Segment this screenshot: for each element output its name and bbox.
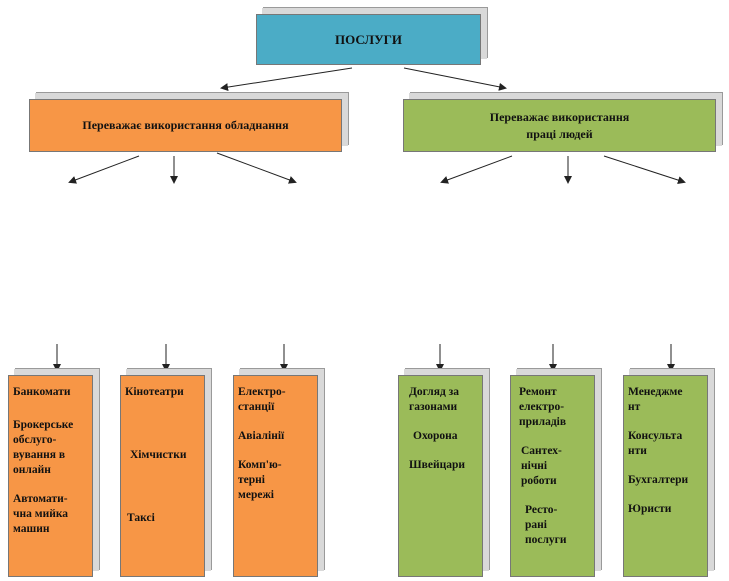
column-item: Комп'ю- терні мережі: [238, 459, 282, 501]
column-item: Сантех- нічні роботи: [521, 445, 562, 487]
root-label: ПОСЛУГИ: [334, 31, 403, 47]
category-equipment-label: Переважає використання обладнання: [82, 118, 289, 132]
column-item: Консульта нти: [628, 430, 683, 457]
column-item: Таксі: [127, 512, 155, 524]
arrow-root-to-people: [403, 67, 507, 91]
column-item: Хімчистки: [130, 449, 187, 461]
column-equipment-1: Банкомати Брокерське обслуго- вування в …: [8, 375, 93, 577]
column-item: Брокерське обслуго- вування в онлайн: [13, 419, 74, 476]
category-people-label: Переважає використання праці людей: [489, 109, 630, 141]
root-box: ПОСЛУГИ: [256, 14, 481, 65]
column-people-3: Менеджме нт Консульта нти Бухгалтери Юри…: [623, 375, 708, 577]
column-equipment-3: Електро- станції Авіалінії Комп'ю- терні…: [233, 375, 318, 577]
column-item: Банкомати: [13, 386, 71, 398]
arrow-people-right: [603, 155, 686, 184]
column-people-1: Догляд за газонами Охорона Швейцари: [398, 375, 483, 577]
arrow-people-left: [440, 155, 513, 184]
category-people-box: Переважає використання праці людей: [403, 99, 716, 152]
column-item: Догляд за газонами: [409, 386, 460, 413]
column-item: Кінотеатри: [125, 386, 184, 398]
column-item: Ремонт електро- приладів: [519, 386, 567, 428]
arrow-equipment-right: [216, 152, 297, 184]
column-item: Охорона: [413, 430, 458, 442]
column-item: Авіалінії: [238, 430, 285, 442]
column-equipment-2: Кінотеатри Хімчистки Таксі: [120, 375, 205, 577]
column-item: Юристи: [628, 503, 672, 515]
column-item: Швейцари: [409, 459, 465, 471]
column-item: Менеджме нт: [628, 386, 683, 413]
column-item: Автомати- чна мийка машин: [13, 493, 69, 535]
column-item: Електро- станції: [238, 386, 286, 413]
category-equipment-box: Переважає використання обладнання: [29, 99, 342, 152]
arrow-equipment-left: [68, 155, 140, 184]
arrow-root-to-equipment: [220, 67, 353, 92]
column-people-2: Ремонт електро- приладів Сантех- нічні р…: [510, 375, 595, 577]
column-item: Ресто- рані послуги: [525, 504, 567, 546]
column-item: Бухгалтери: [628, 474, 689, 486]
